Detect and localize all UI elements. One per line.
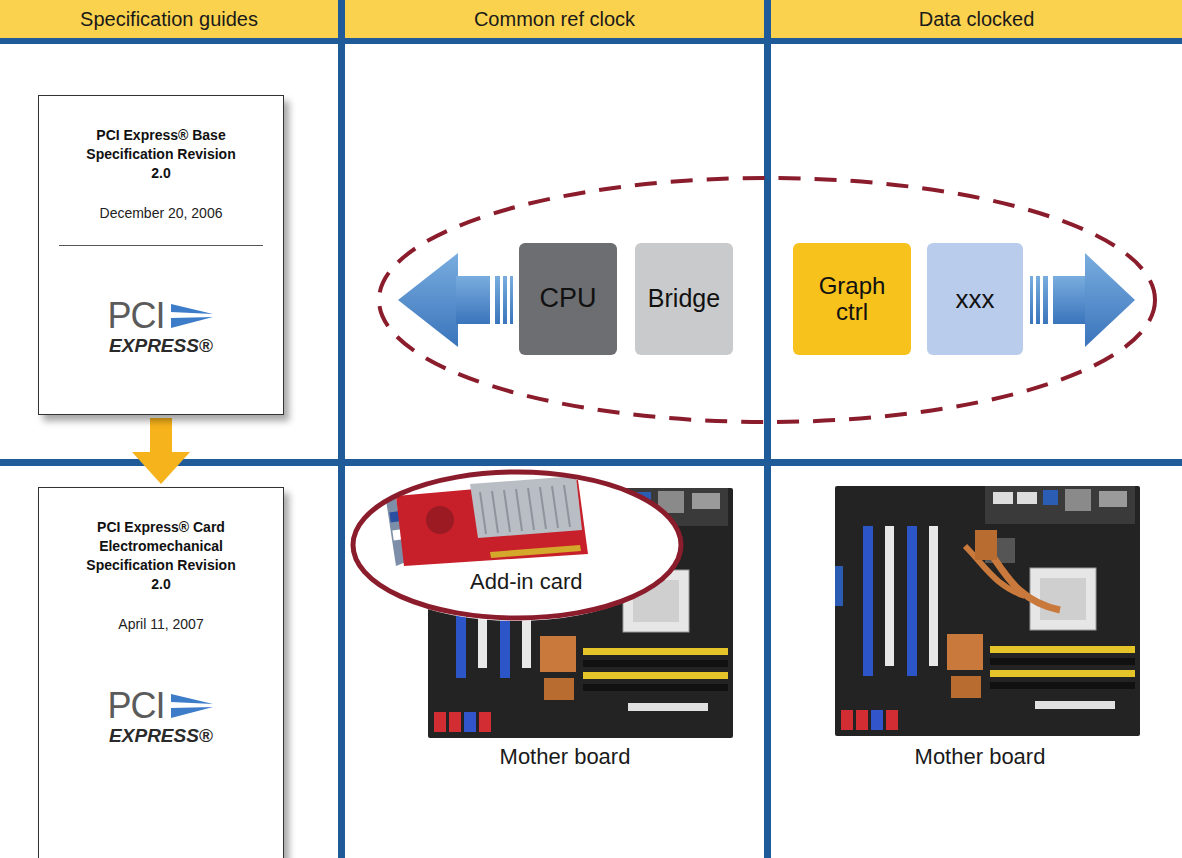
- arrow-head: [132, 452, 190, 484]
- decor-shape: [456, 276, 490, 324]
- decor-shape: [540, 487, 546, 529]
- part-label: Mother board: [830, 744, 1130, 770]
- heat-pipe: [975, 530, 1060, 610]
- label-holder: Add-in card: [470, 569, 583, 595]
- decor-shape: [516, 489, 522, 531]
- logo-chevrons: [169, 691, 215, 721]
- logo-text: EXPRESS®: [39, 335, 283, 357]
- left-bus-arrow: [398, 253, 513, 347]
- header-band: Common ref clock: [345, 0, 764, 38]
- decor-shape: [480, 485, 570, 534]
- logo-swoosh: [171, 304, 213, 314]
- decor-shape: [398, 253, 458, 347]
- spec-document: PCI Express® Card Electromechanical Spec…: [38, 487, 284, 858]
- cpu-box: CPU: [519, 243, 617, 355]
- decor-shape: [1043, 276, 1048, 324]
- right-bus-arrow: [1030, 253, 1135, 347]
- header-text: Specification guides: [80, 8, 258, 31]
- graphics-box: Graph ctrl: [793, 243, 911, 355]
- logo-text: EXPRESS®: [39, 725, 283, 747]
- decor-shape: [1053, 276, 1087, 324]
- decor-shape: [975, 530, 997, 560]
- dashed-ellipse: [379, 178, 1155, 422]
- logo-chevrons: [169, 301, 215, 331]
- part-label: Mother board: [415, 744, 715, 770]
- decor-shape: [503, 276, 507, 324]
- header-text: Common ref clock: [474, 8, 635, 31]
- ellipse-outline: [353, 472, 681, 618]
- decor-shape: [492, 491, 498, 533]
- card-ground: [352, 469, 680, 621]
- flow-arrow: [132, 418, 190, 484]
- decor-shape: [495, 276, 500, 324]
- card-ellipse: Add-in card: [350, 469, 684, 621]
- pci-express-logo: PCIEXPRESS®: [39, 298, 283, 357]
- logo-row: PCI: [39, 298, 283, 334]
- spec-document: PCI Express® Base Specification Revision…: [38, 95, 284, 415]
- device-box: xxx: [927, 243, 1023, 355]
- logo-row: PCI: [39, 688, 283, 724]
- ellipse-outline: [350, 469, 684, 621]
- pci-express-logo: PCIEXPRESS®: [39, 688, 283, 747]
- header-band: Data clocked: [771, 0, 1182, 38]
- decor-shape: [528, 488, 534, 530]
- card-label: Add-in card: [470, 569, 583, 595]
- bridge-box: Bridge: [635, 243, 733, 355]
- rule-line: [59, 245, 263, 246]
- decor-shape: [490, 545, 581, 558]
- decor-shape: [338, 0, 345, 858]
- spec-date: April 11, 2007: [39, 616, 283, 632]
- decor-shape: [470, 476, 582, 538]
- arrow-shaft: [150, 418, 172, 453]
- logo-swoosh: [171, 317, 213, 328]
- decor-shape: [1030, 276, 1033, 324]
- label-holder: Mother board: [415, 744, 715, 770]
- decor-shape: [510, 276, 513, 324]
- decor-shape: [1085, 253, 1135, 347]
- header-text: Data clocked: [919, 8, 1035, 31]
- box-text: Graph ctrl: [803, 273, 901, 326]
- decor-shape: [504, 490, 510, 532]
- decor-shape: [426, 506, 454, 534]
- box-text: xxx: [956, 285, 995, 314]
- decor-shape: [1036, 276, 1040, 324]
- box-text: CPU: [539, 284, 596, 314]
- motherboard-image: [835, 486, 1140, 736]
- decor-shape: [0, 38, 1182, 44]
- spec-date: December 20, 2006: [39, 205, 283, 221]
- spec-title: PCI Express® Base Specification Revision…: [75, 126, 247, 183]
- spec-title: PCI Express® Card Electromechanical Spec…: [75, 518, 247, 594]
- box-text: Bridge: [648, 285, 720, 313]
- logo-swoosh: [171, 694, 213, 704]
- decor-shape: [764, 0, 771, 858]
- decor-shape: [552, 486, 558, 528]
- header-band: Specification guides: [0, 0, 338, 38]
- logo-text: PCI: [107, 298, 164, 334]
- logo-swoosh: [171, 707, 213, 718]
- logo-text: PCI: [107, 688, 164, 724]
- decor-shape: [480, 492, 486, 534]
- label-holder: Mother board: [830, 744, 1130, 770]
- decor-shape: [564, 485, 570, 527]
